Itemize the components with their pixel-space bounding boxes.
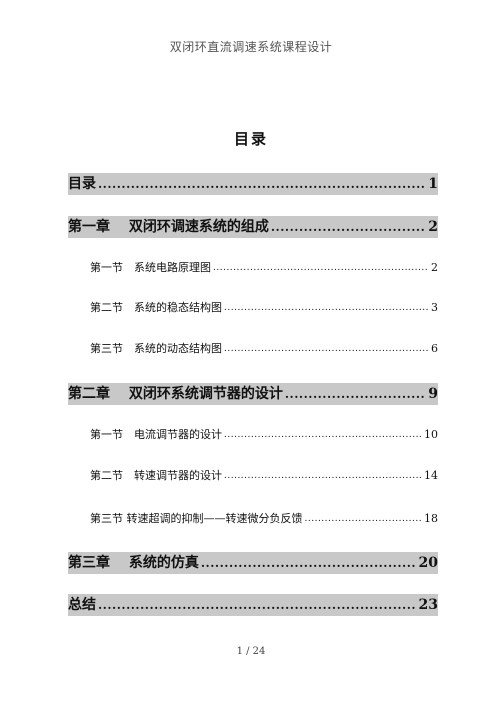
dot-leader <box>201 552 417 574</box>
toc-entry-label: 第三节 转速超调的抑制——转速微分负反馈 <box>90 512 303 525</box>
dot-leader <box>224 340 429 358</box>
toc-entry-page: 23 <box>418 597 438 613</box>
toc-entry-label: 第一章 双闭环调速系统的组成 <box>68 219 269 235</box>
toc-entry-ch1-sec2[interactable]: 第二节 系统的稳态结构图 3 <box>90 299 438 317</box>
dot-leader <box>271 216 426 238</box>
dot-leader <box>224 299 429 317</box>
toc-entry-page: 2 <box>431 261 438 274</box>
toc-entry-ch2-sec1[interactable]: 第一节 电流调节器的设计 10 <box>90 426 438 444</box>
toc-entry-page: 6 <box>431 342 438 355</box>
toc-entry-page: 20 <box>418 555 438 571</box>
toc-entry-label: 第二章 双闭环系统调节器的设计 <box>68 386 283 402</box>
toc-entry-page: 3 <box>431 301 438 314</box>
page-indicator: 1 / 24 <box>236 646 266 657</box>
dot-leader <box>224 426 422 444</box>
dot-leader <box>224 467 422 485</box>
toc-entry-page: 9 <box>428 386 438 402</box>
toc-entry-label: 第二节 系统的稳态结构图 <box>90 301 222 314</box>
toc-entry-ch1-sec3[interactable]: 第三节 系统的动态结构图 6 <box>90 340 438 358</box>
toc-entry-label: 第一节 电流调节器的设计 <box>90 428 222 441</box>
toc-entry-chapter-2[interactable]: 第二章 双闭环系统调节器的设计 9 <box>68 383 438 405</box>
toc-entry-page: 10 <box>424 428 438 441</box>
toc-entry-page: 2 <box>428 219 438 235</box>
toc-entry-ch2-sec2[interactable]: 第二节 转速调节器的设计 14 <box>90 467 438 485</box>
toc-title: 目录 <box>233 130 268 148</box>
dot-leader <box>213 259 429 277</box>
toc-entry-ch1-sec1[interactable]: 第一节 系统电路原理图 2 <box>90 259 438 277</box>
toc-entry-page: 1 <box>428 176 438 192</box>
toc-entry-label: 目录 <box>68 176 96 192</box>
toc-entry-page: 14 <box>424 469 438 482</box>
toc-entry-page: 18 <box>424 512 438 525</box>
toc-entry-label: 第一节 系统电路原理图 <box>90 261 211 274</box>
toc-entry-contents[interactable]: 目录 1 <box>68 173 438 195</box>
toc-entry-chapter-1[interactable]: 第一章 双闭环调速系统的组成 2 <box>68 216 438 238</box>
toc-entry-label: 第三节 系统的动态结构图 <box>90 342 222 355</box>
toc-entry-summary[interactable]: 总结 23 <box>68 594 438 616</box>
dot-leader <box>98 173 426 195</box>
toc-entry-label: 第三章 系统的仿真 <box>68 555 199 571</box>
toc-entry-chapter-3[interactable]: 第三章 系统的仿真 20 <box>68 552 438 574</box>
dot-leader <box>305 510 423 528</box>
dot-leader <box>98 594 417 616</box>
running-header: 双闭环直流调速系统课程设计 <box>169 40 333 54</box>
toc-entry-label: 第二节 转速调节器的设计 <box>90 469 222 482</box>
toc-entry-ch2-sec3[interactable]: 第三节 转速超调的抑制——转速微分负反馈 18 <box>90 510 438 528</box>
toc-entry-label: 总结 <box>68 597 96 613</box>
dot-leader <box>285 383 426 405</box>
